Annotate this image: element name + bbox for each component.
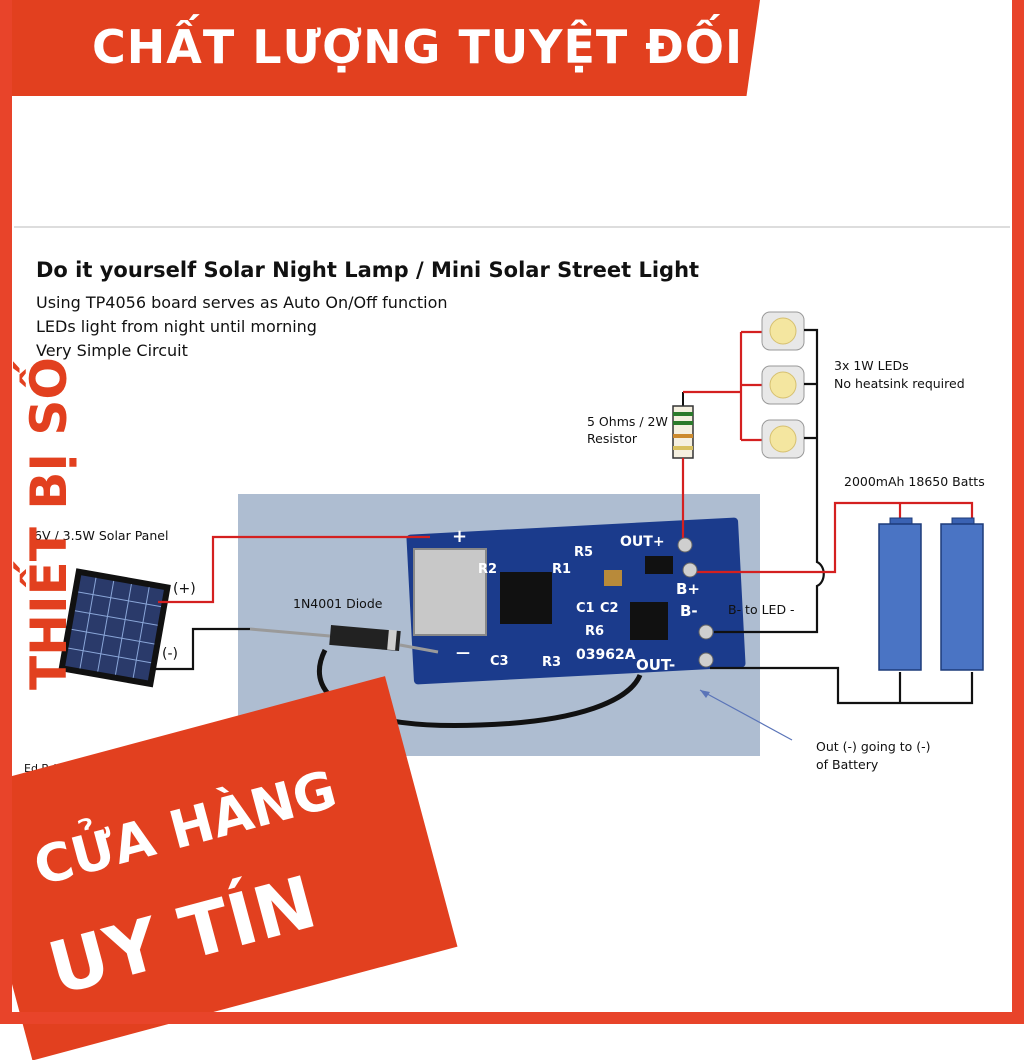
charger-chip <box>500 572 552 624</box>
led-icon <box>761 311 805 351</box>
board-mark-plus: + <box>452 526 468 547</box>
pin-label-b-minus: B- <box>680 602 698 620</box>
diode-label: 1N4001 Diode <box>293 596 383 611</box>
board-mark: R3 <box>542 655 562 670</box>
plus-label: (+) <box>173 581 196 597</box>
divider <box>14 226 1010 228</box>
leds-label: No heatsink required <box>834 376 965 391</box>
pin-label-out-minus: OUT- <box>636 656 676 674</box>
pin-label-b-plus: B+ <box>676 580 701 598</box>
board-mark: C1 <box>576 601 595 616</box>
resistor-label: Resistor <box>587 431 637 446</box>
board-mark: R1 <box>552 562 572 577</box>
description-line: Using TP4056 board serves as Auto On/Off… <box>36 293 448 312</box>
board-mark: R5 <box>574 545 594 560</box>
diode-icon <box>249 624 439 654</box>
battery-icon <box>940 517 984 671</box>
circuit-wiring <box>58 311 984 741</box>
description-line: Very Simple Circuit <box>36 341 188 360</box>
minus-label: (-) <box>162 646 178 662</box>
battery-icon <box>878 517 922 671</box>
leds-label: 3x 1W LEDs <box>834 358 909 373</box>
out-note: of Battery <box>816 757 879 772</box>
pin-label-out-plus: OUT+ <box>620 534 665 550</box>
batteries-label: 2000mAh 18650 Batts <box>844 474 985 489</box>
out-note: Out (-) going to (-) <box>816 739 931 754</box>
resistor-icon <box>672 392 694 545</box>
board-mark: 03962A <box>576 647 636 663</box>
led-icon <box>761 365 805 405</box>
diagram-title: Do it yourself Solar Night Lamp / Mini S… <box>36 258 700 282</box>
pointer-arrow <box>699 689 793 741</box>
solar-panel-icon <box>58 568 171 688</box>
board-mark: R2 <box>478 562 498 577</box>
top-banner-text: CHẤT LƯỢNG TUYỆT ĐỐI <box>92 20 744 74</box>
b-minus-note: B- to LED - <box>728 602 795 617</box>
board-mark: R6 <box>585 624 605 639</box>
resistor-label: 5 Ohms / 2W <box>587 414 668 429</box>
vertical-brand-text: THIẾT BỊ SỐ <box>20 357 78 690</box>
led-icon <box>761 419 805 459</box>
board-mark: — <box>456 645 470 661</box>
description-line: LEDs light from night until morning <box>36 317 317 336</box>
board-mark: C2 <box>600 601 619 616</box>
board-mark: C3 <box>490 654 509 669</box>
solar-panel-label: 6V / 3.5W Solar Panel <box>34 528 169 543</box>
micro-usb-port <box>413 548 487 636</box>
protection-chip <box>630 602 668 640</box>
